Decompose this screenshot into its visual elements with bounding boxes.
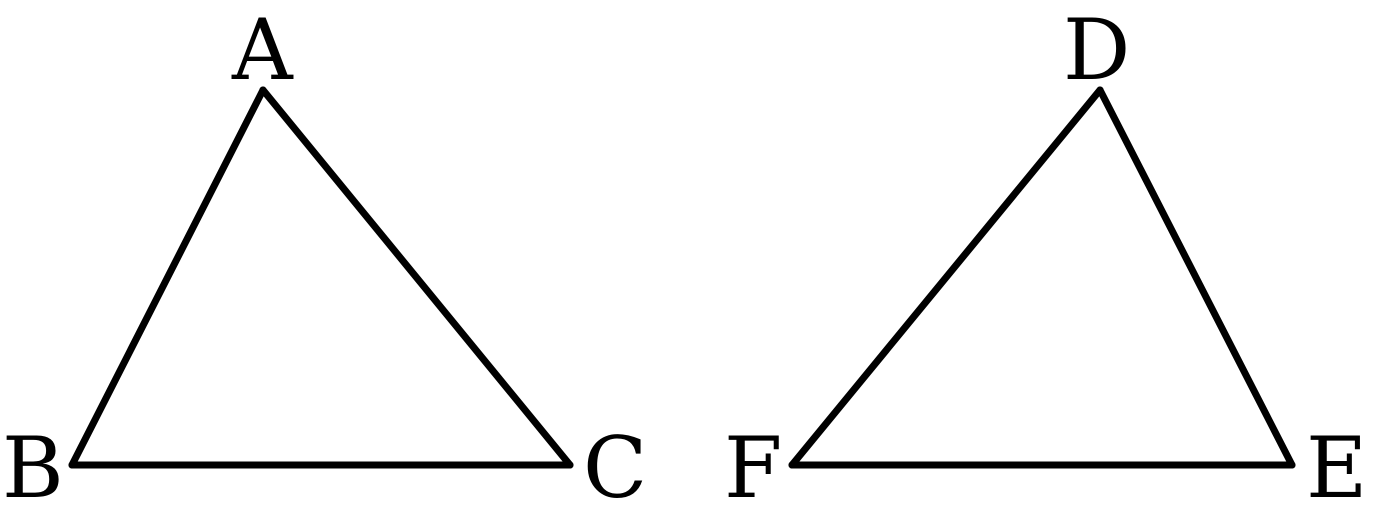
vertex-label-c: C [583, 419, 647, 517]
triangle-dfe: D F E [724, 1, 1367, 517]
vertex-label-f: F [724, 419, 782, 517]
vertex-label-a: A [231, 1, 294, 99]
edge-de [1096, 86, 1296, 469]
triangle-abc: A B C [2, 1, 647, 517]
edge-ab [68, 86, 267, 469]
vertex-label-b: B [2, 419, 64, 517]
vertex-label-e: E [1306, 419, 1367, 517]
edge-df [788, 86, 1104, 469]
edge-ac [259, 86, 574, 469]
vertex-label-d: D [1063, 1, 1130, 99]
